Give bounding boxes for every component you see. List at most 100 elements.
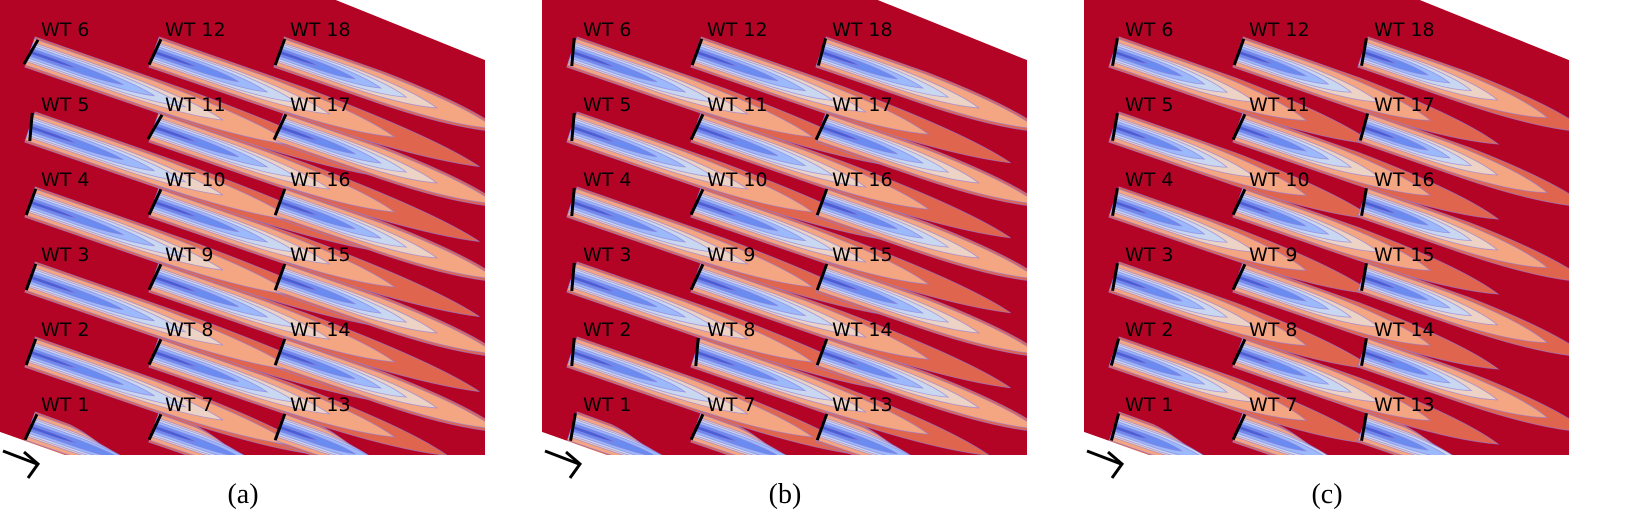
wake-contour [694, 347, 779, 382]
wake-contour [1112, 124, 1149, 140]
wake-contour [1361, 47, 1430, 76]
turbine-label: WT 8 [707, 319, 756, 341]
wake-contour [570, 47, 658, 83]
wake-contour [1236, 199, 1273, 215]
wake-contour [277, 347, 356, 380]
turbine-rotor-icon [689, 113, 705, 141]
turbine-rotor-icon [689, 188, 705, 216]
turbine-label: WT 1 [41, 394, 90, 416]
turbine-rotor-icon [24, 263, 38, 291]
turbine-rotor-icon [1232, 38, 1246, 66]
wake-contour [277, 47, 356, 80]
turbine-rotor-icon [24, 188, 38, 216]
turbine-rotor-icon [694, 337, 700, 367]
turbine-rotor-icon [570, 37, 576, 67]
wake-contour [1236, 47, 1308, 77]
wake-contour [28, 272, 124, 311]
wake-contour [819, 122, 898, 155]
turbine-rotor-icon [815, 413, 829, 441]
wake-contour [28, 47, 124, 86]
wake-contour [570, 199, 615, 218]
turbine-label: WT 1 [1125, 394, 1174, 416]
wake-contour [570, 49, 615, 68]
turbine-rotor-icon [272, 113, 288, 141]
velocity-field [0, 0, 485, 455]
turbine-label: WT 3 [41, 244, 90, 266]
wake-contour [570, 197, 658, 233]
turbine-rotor-icon [1360, 262, 1368, 292]
wake-contour [1361, 272, 1430, 301]
turbine-rotor-icon [1111, 187, 1119, 217]
turbine-rotor-icon [1109, 413, 1121, 441]
turbine-label: WT 4 [1125, 169, 1174, 191]
wake-contour [570, 424, 615, 443]
wake-contour [277, 349, 318, 366]
turbine-label: WT 17 [290, 94, 351, 116]
turbine-rotor-icon [690, 38, 704, 66]
turbine-rotor-icon [147, 188, 163, 216]
turbine-rotor-icon [147, 338, 163, 366]
turbine-label: WT 10 [707, 169, 768, 191]
wake-contour [694, 49, 738, 67]
turbine-label: WT 12 [165, 19, 226, 41]
turbine-rotor-icon [570, 187, 576, 217]
turbine-label: WT 11 [165, 94, 226, 116]
wake-contour [1236, 122, 1308, 152]
turbine-label: WT 15 [1374, 244, 1435, 266]
wake-contour [277, 122, 356, 155]
wind-direction-arrow-icon [2, 449, 41, 479]
wake-contour [152, 122, 240, 158]
wake-contour [152, 347, 240, 383]
wake-contour [277, 274, 318, 291]
turbine-label: WT 5 [1125, 94, 1174, 116]
wake-contour [819, 197, 898, 230]
wind-direction-arrow-icon [1086, 449, 1125, 479]
wake-contour [28, 274, 77, 294]
turbine-rotor-icon [1109, 338, 1121, 366]
turbine-rotor-icon [1111, 262, 1119, 292]
panel-caption: (b) [769, 479, 802, 510]
turbine-rotor-icon [815, 263, 829, 291]
turbine-rotor-icon [28, 112, 34, 142]
turbine-rotor-icon [570, 262, 576, 292]
turbine-rotor-icon [814, 113, 830, 141]
wake-contour [277, 199, 318, 216]
turbine-label: WT 16 [832, 169, 893, 191]
wake-contour [1236, 124, 1273, 140]
turbine-rotor-icon [1360, 337, 1368, 367]
turbine-rotor-icon [1111, 112, 1119, 142]
wake-contour [819, 49, 860, 66]
turbine-rotor-icon [1231, 263, 1247, 291]
turbine-rotor-icon [1231, 113, 1247, 141]
turbine-rotor-icon [23, 413, 39, 441]
wake-contour [1236, 274, 1273, 290]
wake-contour [819, 349, 860, 366]
wake-contour [1112, 197, 1184, 227]
wake-contour [1236, 349, 1273, 365]
turbine-rotor-icon [570, 337, 576, 367]
wake-contour [819, 47, 898, 80]
turbine-label: WT 2 [583, 319, 632, 341]
turbine-label: WT 13 [1374, 394, 1435, 416]
wake-contour [819, 424, 860, 441]
wake-contour [819, 124, 860, 141]
wake-contour [570, 422, 658, 455]
turbine-rotor-icon [147, 38, 163, 66]
turbine-label: WT 16 [1374, 169, 1435, 191]
wake-contour [694, 122, 779, 157]
turbine-label: WT 14 [832, 319, 893, 341]
turbine-rotor-icon [147, 263, 163, 291]
wake-contour [277, 49, 318, 66]
panel-a: WT 1WT 2WT 3WT 4WT 5WT 6WT 7WT 8WT 9WT 1… [0, 0, 485, 510]
turbine-label: WT 9 [165, 244, 214, 266]
turbine-rotor-icon [273, 38, 287, 66]
turbine-rotor-icon [816, 38, 828, 66]
wake-contour [1361, 424, 1396, 439]
turbine-rotor-icon [689, 263, 705, 291]
wake-contour [570, 124, 615, 143]
wake-contour [694, 274, 738, 292]
wake-contour [819, 422, 898, 455]
wake-contour [1361, 274, 1396, 289]
turbine-rotor-icon [1231, 413, 1247, 441]
